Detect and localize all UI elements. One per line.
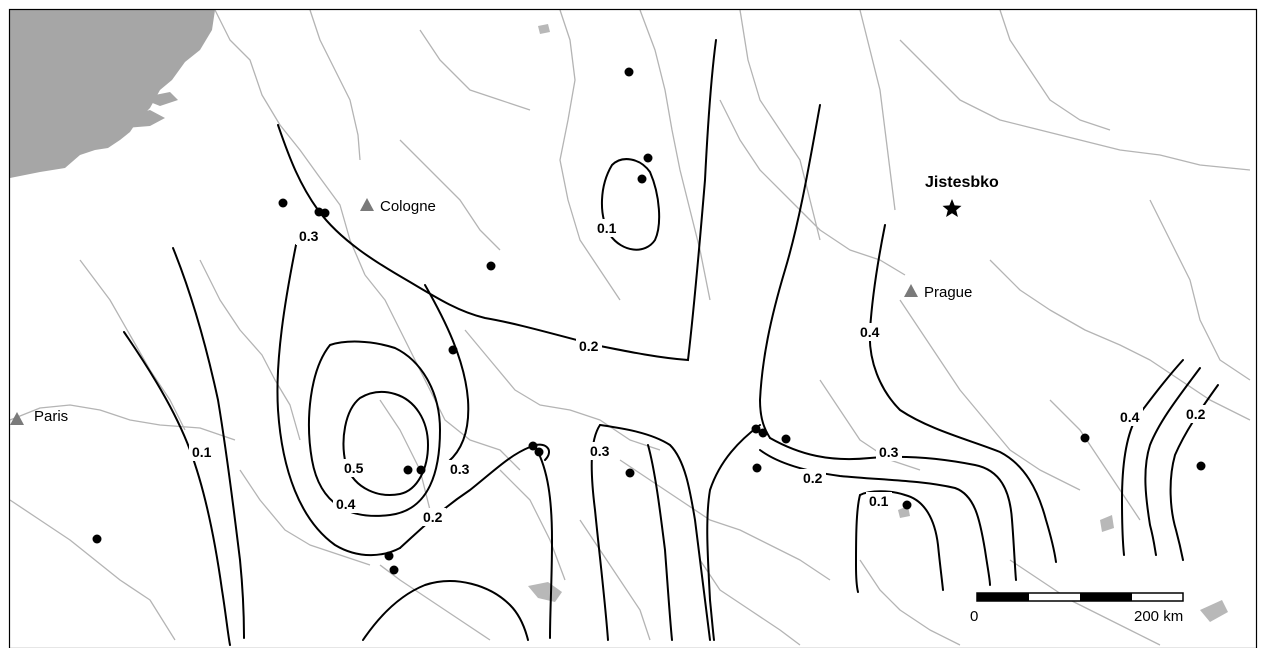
contour-label: 0.4 [860, 324, 880, 340]
lake [1100, 515, 1114, 532]
city-triangle-icon [904, 284, 918, 297]
contour-label: 0.4 [1120, 409, 1140, 425]
site-point [534, 447, 544, 457]
site-point [902, 500, 912, 510]
city-cologne: Cologne [360, 198, 436, 215]
site-point [781, 434, 791, 444]
contour-line [868, 224, 1057, 563]
contour-label: 0.2 [423, 509, 443, 525]
contour-label: 0.4 [336, 496, 356, 512]
site-point [637, 174, 647, 184]
contour-label-group: 0.1 0.1 0.1 0.2 0.2 0.2 0.2 0.3 0.3 0.3 … [189, 219, 1209, 526]
contour-line [600, 158, 661, 251]
contour-label: 0.3 [299, 228, 319, 244]
contour-line [706, 424, 761, 641]
contour-line [758, 104, 821, 439]
scale-end-label: 200 km [1134, 608, 1183, 625]
site-point [403, 465, 413, 475]
map-border [8, 8, 1258, 648]
site-point [416, 465, 426, 475]
river-network [9, 9, 1251, 646]
site-point [389, 565, 399, 575]
contour-line [342, 390, 430, 496]
contour-line [647, 444, 673, 641]
contour-label: 0.1 [869, 493, 889, 509]
contour-lines [123, 39, 1219, 646]
contour-line [1144, 367, 1201, 556]
site-point [384, 551, 394, 561]
site-point [625, 468, 635, 478]
contour-line [424, 284, 470, 463]
city-triangle-icon [10, 412, 24, 425]
contour-line [759, 449, 991, 586]
city-triangle-icon [360, 198, 374, 211]
contour-line [172, 247, 245, 639]
sample-sites [92, 67, 1206, 575]
contour-line [1120, 359, 1184, 556]
contour-label: 0.2 [579, 338, 599, 354]
site-point [92, 534, 102, 544]
scale-bar: 0 200 km [970, 592, 1184, 625]
city-prague: Prague [904, 284, 972, 301]
sea-area [10, 10, 215, 178]
site-point [751, 424, 761, 434]
scale-start-label: 0 [970, 608, 978, 625]
contour-label: 0.5 [344, 460, 364, 476]
contour-line [399, 446, 531, 549]
site-point [758, 428, 768, 438]
contour-line [535, 447, 554, 639]
contour-label: 0.3 [590, 443, 610, 459]
contour-line [276, 244, 401, 557]
sea-area [118, 110, 165, 128]
contour-label: 0.1 [597, 220, 617, 236]
site-point [1080, 433, 1090, 443]
contour-label: 0.3 [879, 444, 899, 460]
city-label-cologne: Cologne [380, 198, 436, 215]
contour-line [854, 494, 861, 593]
city-paris: Paris [10, 408, 68, 425]
lake [538, 24, 550, 34]
contour-label: 0.2 [803, 470, 823, 486]
city-jistesbko: Jistesbko [925, 174, 999, 217]
site-point [448, 345, 458, 355]
site-point [1196, 461, 1206, 471]
contour-line [599, 424, 711, 641]
city-label-jistesbko: Jistesbko [925, 174, 999, 191]
star-icon [942, 199, 962, 217]
contour-label: 0.1 [192, 444, 212, 460]
sea-area [140, 92, 178, 106]
city-label-paris: Paris [34, 408, 68, 425]
contour-line [362, 580, 529, 641]
contour-line [123, 331, 231, 646]
lake [528, 582, 562, 602]
site-point [752, 463, 762, 473]
site-point [643, 153, 653, 163]
site-point [528, 441, 538, 451]
contour-line [769, 437, 1017, 581]
site-point [624, 67, 634, 77]
site-point [486, 261, 496, 271]
site-point [320, 208, 330, 218]
contour-line [859, 490, 944, 591]
contour-label: 0.2 [1186, 406, 1206, 422]
city-label-prague: Prague [924, 284, 972, 301]
contour-line [277, 39, 717, 362]
contour-label: 0.3 [450, 461, 470, 477]
lake [1200, 600, 1228, 622]
site-point [278, 198, 288, 208]
contour-line [308, 340, 442, 517]
